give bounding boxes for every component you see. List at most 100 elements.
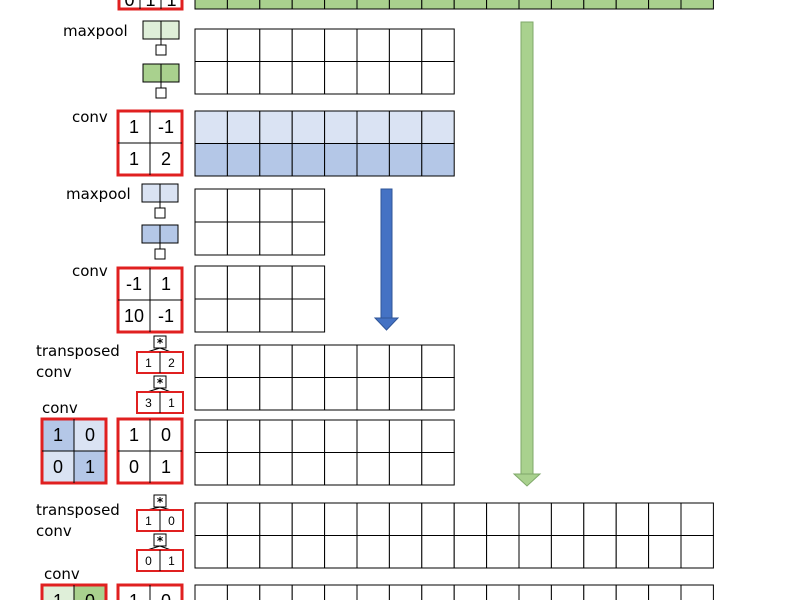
kernel-value: 0 bbox=[161, 591, 171, 600]
grid-cell bbox=[291, 298, 326, 333]
maxpool-icon-green-2 bbox=[142, 63, 180, 99]
grid-cell bbox=[486, 0, 520, 10]
grid-cell bbox=[291, 535, 326, 569]
grid-cell bbox=[194, 298, 228, 333]
kernel-value: -1 bbox=[158, 117, 174, 137]
kernel-value: 0 bbox=[161, 425, 171, 445]
grid-cell bbox=[226, 419, 261, 453]
feature-map-conv-1 bbox=[194, 110, 455, 177]
grid-cell bbox=[388, 143, 423, 177]
grid-cell bbox=[356, 377, 390, 411]
grid-cell bbox=[356, 419, 390, 453]
grid-cell bbox=[680, 502, 714, 536]
feature-map-conv-3 bbox=[194, 419, 455, 486]
grid-cell bbox=[259, 344, 293, 378]
kernel-value: 1 bbox=[145, 514, 152, 528]
layer-label-conv: conv bbox=[44, 565, 80, 583]
kernel-value: 0 bbox=[145, 554, 152, 568]
grid-cell bbox=[388, 535, 423, 569]
layer-label-conv: conv bbox=[72, 108, 108, 126]
grid-cell bbox=[194, 265, 228, 300]
maxpool-icon-green-1 bbox=[142, 20, 180, 56]
conv-kernel-2: -1 1 10 -1 bbox=[116, 266, 184, 334]
grid-cell bbox=[356, 584, 390, 600]
grid-cell bbox=[421, 0, 455, 10]
grid-cell bbox=[324, 143, 358, 177]
grid-cell bbox=[648, 0, 682, 10]
kernel-value: 1 bbox=[129, 425, 139, 445]
grid-cell bbox=[291, 584, 326, 600]
grid-cell bbox=[226, 535, 261, 569]
grid-cell bbox=[324, 377, 358, 411]
grid-cell bbox=[421, 535, 455, 569]
transposed-conv-kernel-4: * 0 1 bbox=[136, 533, 184, 572]
kernel-value: 0 bbox=[168, 514, 175, 528]
grid-cell bbox=[615, 535, 650, 569]
grid-cell bbox=[194, 61, 228, 95]
kernel-value: 0 bbox=[85, 591, 95, 600]
grid-cell bbox=[259, 221, 293, 256]
grid-cell bbox=[291, 143, 326, 177]
grid-cell bbox=[194, 584, 228, 600]
grid-cell bbox=[583, 0, 617, 10]
grid-cell bbox=[550, 0, 585, 10]
grid-cell bbox=[259, 28, 293, 62]
grid-cell bbox=[226, 61, 261, 95]
kernel-value: 1 bbox=[129, 591, 139, 600]
layer-label-transposed-conv-2: conv bbox=[36, 363, 72, 381]
top-kernel-value: 0 bbox=[124, 0, 134, 10]
grid-cell bbox=[356, 110, 390, 144]
kernel-value: 3 bbox=[145, 396, 152, 410]
grid-cell bbox=[259, 584, 293, 600]
grid-cell bbox=[421, 502, 455, 536]
kernel-value: 1 bbox=[53, 591, 63, 600]
grid-cell bbox=[226, 28, 261, 62]
multiply-icon: * bbox=[157, 376, 164, 390]
grid-cell bbox=[291, 61, 326, 95]
kernel-value: 1 bbox=[129, 117, 139, 137]
grid-cell bbox=[518, 584, 552, 600]
kernel-value: 0 bbox=[129, 457, 139, 477]
grid-cell bbox=[291, 28, 326, 62]
kernel-value: 2 bbox=[161, 149, 171, 169]
grid-cell bbox=[388, 377, 423, 411]
grid-cell bbox=[518, 535, 552, 569]
grid-cell bbox=[324, 61, 358, 95]
grid-cell bbox=[421, 344, 455, 378]
kernel-value: 0 bbox=[53, 457, 63, 477]
kernel-value: 1 bbox=[129, 149, 139, 169]
kernel-value: -1 bbox=[158, 306, 174, 326]
grid-cell bbox=[291, 377, 326, 411]
feature-map-conv-2 bbox=[194, 265, 326, 333]
maxpool-icon-blue-1 bbox=[141, 183, 179, 219]
skip-arrow-blue bbox=[373, 188, 400, 331]
grid-cell bbox=[324, 452, 358, 486]
multiply-icon: * bbox=[157, 534, 164, 548]
grid-cell bbox=[324, 344, 358, 378]
grid-cell bbox=[648, 584, 682, 600]
grid-cell bbox=[259, 298, 293, 333]
grid-cell bbox=[194, 535, 228, 569]
layer-label-maxpool: maxpool bbox=[63, 22, 128, 40]
grid-cell bbox=[486, 535, 520, 569]
grid-cell bbox=[518, 0, 552, 10]
grid-cell bbox=[194, 502, 228, 536]
grid-cell bbox=[259, 143, 293, 177]
grid-cell bbox=[259, 377, 293, 411]
grid-cell bbox=[421, 377, 455, 411]
grid-cell bbox=[226, 143, 261, 177]
grid-cell bbox=[550, 535, 585, 569]
grid-cell bbox=[388, 28, 423, 62]
grid-cell bbox=[291, 344, 326, 378]
grid-cell bbox=[421, 419, 455, 453]
grid-cell bbox=[453, 0, 488, 10]
grid-cell bbox=[291, 265, 326, 300]
transposed-conv-kernel-2: * 3 1 bbox=[136, 375, 184, 414]
grid-cell bbox=[356, 61, 390, 95]
grid-cell bbox=[388, 61, 423, 95]
grid-cell bbox=[583, 535, 617, 569]
layer-label-conv: conv bbox=[42, 399, 78, 417]
skip-arrow-green bbox=[512, 21, 542, 487]
grid-cell bbox=[486, 502, 520, 536]
grid-cell bbox=[291, 502, 326, 536]
